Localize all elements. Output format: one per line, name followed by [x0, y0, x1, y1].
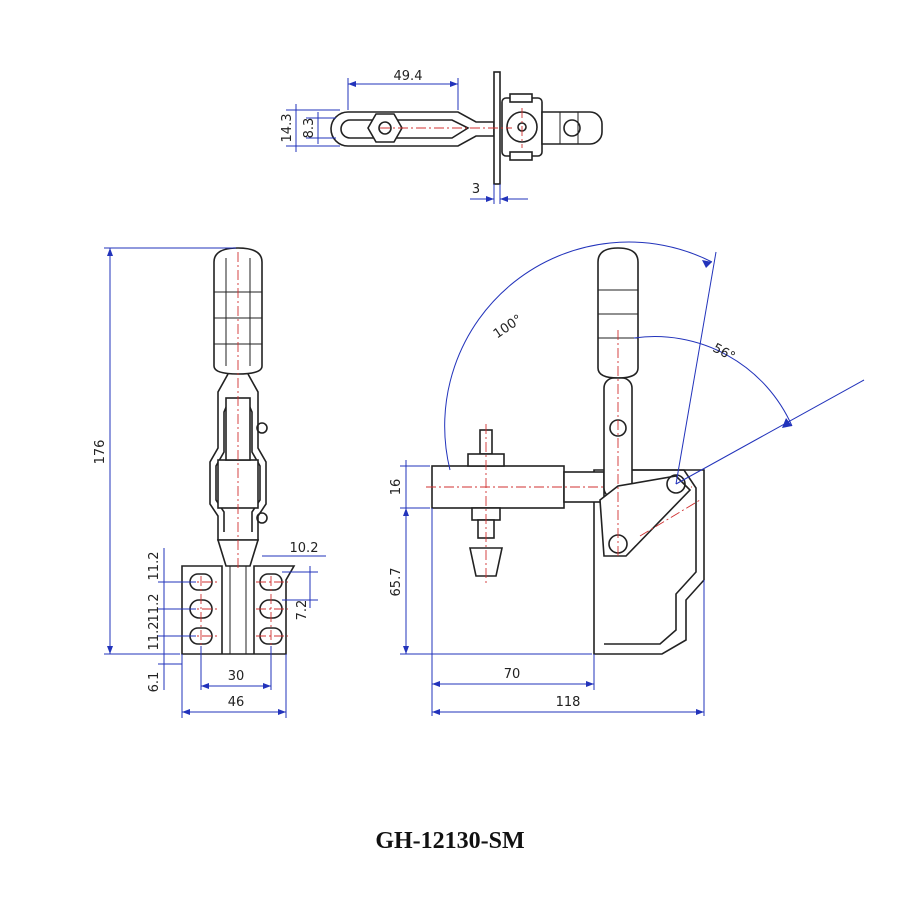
dim-front-base-width: 46 [228, 695, 245, 710]
dim-side-handle-angle: 100° [491, 312, 525, 342]
front-view: 176 11.2 11.2 11.2 6.1 10.2 7.2 30 46 [93, 247, 326, 718]
model-title: GH-12130-SM [375, 828, 525, 854]
dim-front-hole-spacing: 30 [228, 669, 245, 684]
dim-front-slot-width: 10.2 [290, 541, 319, 556]
dim-side-arm-height: 16 [389, 479, 404, 496]
dim-front-overall-height: 176 [93, 440, 108, 465]
dim-front-pitch-1: 11.2 [147, 552, 162, 581]
dim-top-height-inner: 8.3 [302, 118, 317, 139]
dim-top-height-outer: 14.3 [280, 114, 295, 143]
dim-front-bottom-offset: 6.1 [147, 672, 162, 693]
dim-side-reach: 70 [504, 667, 521, 682]
dim-front-slot-length: 7.2 [295, 600, 310, 621]
side-view: 100° 56° 16 65.7 70 118 [389, 241, 865, 716]
dim-front-pitch-3: 11.2 [147, 622, 162, 651]
dim-top-flange: 3 [472, 182, 480, 197]
dim-side-arm-angle: 56° [710, 341, 737, 365]
dim-top-width: 49.4 [394, 69, 423, 84]
dim-front-pitch-2: 11.2 [147, 594, 162, 623]
dim-side-mount-height: 65.7 [389, 568, 404, 597]
top-view: 49.4 14.3 8.3 3 [280, 69, 603, 204]
dim-side-overall-length: 118 [556, 695, 581, 710]
